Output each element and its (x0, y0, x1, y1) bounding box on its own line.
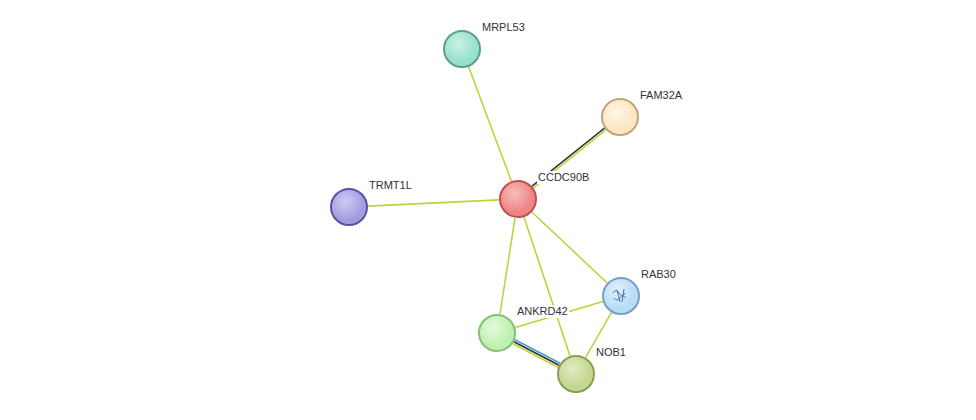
evidence-line (513, 344, 558, 367)
node-label: RAB30 (640, 268, 677, 281)
evidence-line (515, 340, 560, 363)
node-label: NOB1 (595, 346, 627, 359)
evidence-line (533, 130, 605, 188)
node-label: ANKRD42 (516, 305, 569, 318)
evidence-line (469, 67, 512, 181)
association-edge (532, 128, 606, 188)
association-edge (515, 301, 603, 327)
evidence-line (500, 218, 515, 314)
association-edge (513, 340, 560, 367)
evidence-line (368, 200, 499, 206)
association-edge (469, 67, 512, 181)
association-edge (524, 217, 570, 356)
structure-icon (604, 279, 637, 312)
protein-node: FAM32A (601, 98, 639, 136)
node-label: TRMT1L (368, 179, 413, 192)
association-edge (500, 218, 515, 314)
protein-node: CCDC90B (499, 180, 537, 218)
protein-node: NOB1 (557, 355, 595, 393)
protein-node: TRMT1L (330, 188, 368, 226)
node-label: CCDC90B (537, 171, 590, 184)
evidence-line (524, 217, 570, 356)
protein-node: RAB30 (602, 277, 640, 315)
node-label: MRPL53 (481, 21, 526, 34)
protein-node: MRPL53 (443, 30, 481, 68)
protein-node: ANKRD42 (478, 314, 516, 352)
evidence-line (532, 128, 604, 186)
association-edge (368, 200, 499, 206)
node-label: FAM32A (639, 89, 683, 102)
evidence-line (514, 342, 559, 365)
evidence-line (515, 301, 603, 327)
